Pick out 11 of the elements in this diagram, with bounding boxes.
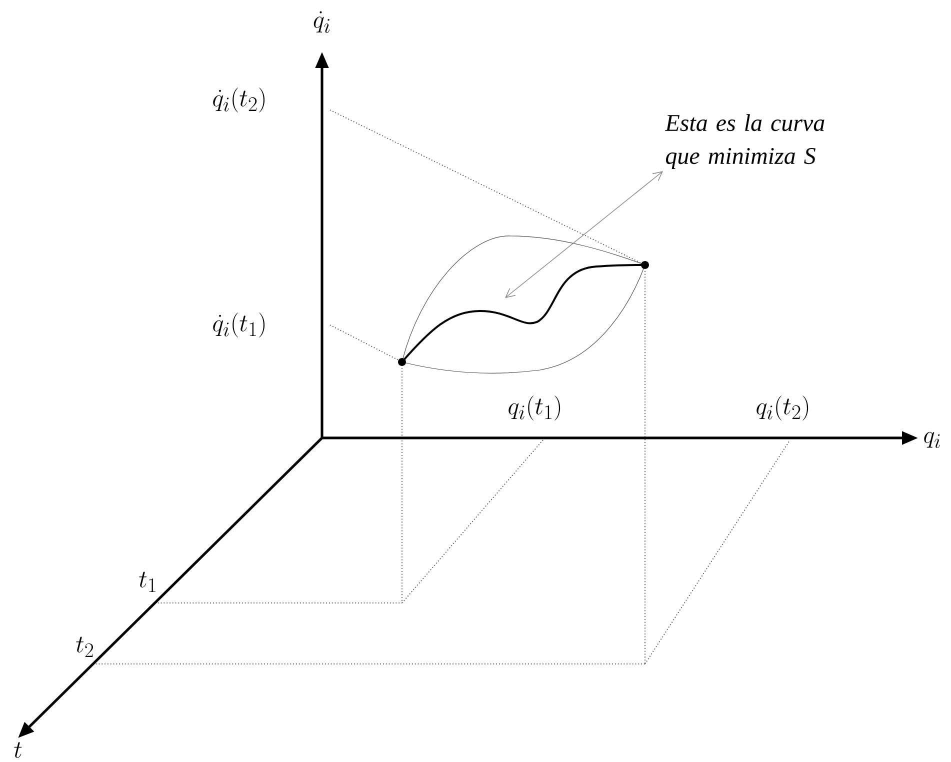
annotation-text: Esta es la curva que minimiza S	[664, 114, 824, 169]
tick-label: $\dot{q}_i(t_2)$	[213, 88, 265, 112]
axis-label: $t$	[14, 742, 22, 758]
tick-label: $q_i(t_1)$	[508, 396, 560, 420]
tick-label: $t_1$	[139, 572, 156, 592]
tick-label: $\dot{q}_i(t_1)$	[213, 312, 265, 338]
axis-label: $\dot{q}_i$	[314, 11, 330, 33]
leader-line	[505, 171, 663, 298]
tick-label: $t_2$	[76, 636, 94, 658]
tick-label: $q_i(t_2)$	[756, 396, 808, 420]
axis-label: $q_i$	[924, 432, 940, 448]
